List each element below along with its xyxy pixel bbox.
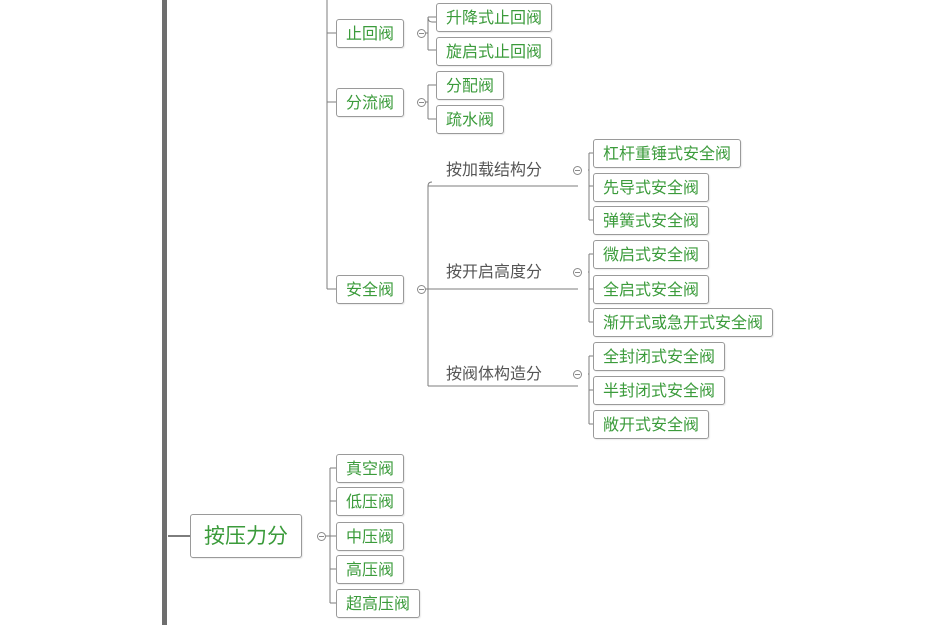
- node-by-pressure[interactable]: 按压力分: [190, 514, 302, 558]
- collapse-toggle-icon[interactable]: [573, 370, 582, 379]
- collapse-toggle-icon[interactable]: [417, 285, 426, 294]
- node-check-valve[interactable]: 止回阀: [336, 19, 405, 48]
- node-vacuum-valve[interactable]: 真空阀: [336, 454, 405, 483]
- node-fully-enclosed-safety-valve[interactable]: 全封闭式安全阀: [593, 342, 726, 371]
- group-by-body-construction[interactable]: 按阀体构造分: [446, 364, 543, 383]
- group-by-opening-height[interactable]: 按开启高度分: [446, 262, 543, 281]
- node-spring-safety-valve[interactable]: 弹簧式安全阀: [593, 206, 710, 235]
- collapse-toggle-icon[interactable]: [573, 268, 582, 277]
- node-full-lift-safety-valve[interactable]: 全启式安全阀: [593, 275, 710, 304]
- node-low-pressure-valve[interactable]: 低压阀: [336, 487, 405, 516]
- collapse-toggle-icon[interactable]: [317, 532, 326, 541]
- group-by-load-structure[interactable]: 按加载结构分: [446, 160, 543, 179]
- node-safety-valve[interactable]: 安全阀: [336, 275, 405, 304]
- node-lever-weight-safety-valve[interactable]: 杠杆重锤式安全阀: [593, 139, 742, 168]
- node-distribution-valve[interactable]: 分配阀: [436, 71, 505, 100]
- node-drain-valve[interactable]: 疏水阀: [436, 105, 505, 134]
- node-swing-check-valve[interactable]: 旋启式止回阀: [436, 37, 553, 66]
- node-pilot-safety-valve[interactable]: 先导式安全阀: [593, 173, 710, 202]
- collapse-toggle-icon[interactable]: [417, 29, 426, 38]
- node-micro-lift-safety-valve[interactable]: 微启式安全阀: [593, 240, 710, 269]
- node-semi-enclosed-safety-valve[interactable]: 半封闭式安全阀: [593, 376, 726, 405]
- node-lift-check-valve[interactable]: 升降式止回阀: [436, 3, 553, 32]
- node-ultra-high-pressure-valve[interactable]: 超高压阀: [336, 589, 421, 618]
- node-medium-pressure-valve[interactable]: 中压阀: [336, 522, 405, 551]
- collapse-toggle-icon[interactable]: [573, 166, 582, 175]
- node-open-safety-valve[interactable]: 敞开式安全阀: [593, 410, 710, 439]
- node-gradual-or-pop-safety-valve[interactable]: 渐开式或急开式安全阀: [593, 308, 774, 337]
- collapse-toggle-icon[interactable]: [417, 98, 426, 107]
- node-divert-valve[interactable]: 分流阀: [336, 88, 405, 117]
- root-spine: [162, 0, 167, 625]
- node-high-pressure-valve[interactable]: 高压阀: [336, 555, 405, 584]
